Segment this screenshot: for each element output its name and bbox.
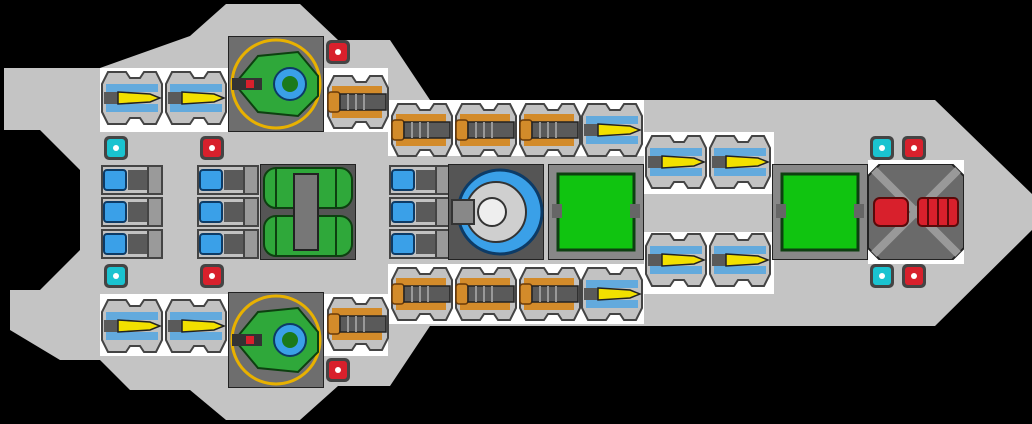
copper-gun[interactable]	[518, 266, 582, 322]
thruster[interactable]	[196, 196, 260, 228]
dome-turret[interactable]	[448, 164, 544, 260]
thruster[interactable]	[388, 196, 452, 228]
copper-gun[interactable]	[518, 102, 582, 158]
thruster[interactable]	[100, 164, 164, 196]
cockpit[interactable]	[228, 292, 324, 388]
cockpit[interactable]	[228, 36, 324, 132]
copper-gun[interactable]	[454, 266, 518, 322]
cyan-node[interactable]	[868, 262, 896, 290]
thruster[interactable]	[100, 196, 164, 228]
thruster[interactable]	[196, 164, 260, 196]
shield-panel[interactable]	[772, 164, 868, 260]
bolt-gun[interactable]	[100, 298, 164, 354]
copper-gun[interactable]	[326, 74, 390, 130]
bolt-gun[interactable]	[708, 232, 772, 288]
bolt-gun[interactable]	[644, 134, 708, 190]
bolt-gun[interactable]	[164, 298, 228, 354]
bolt-gun[interactable]	[708, 134, 772, 190]
thruster[interactable]	[196, 228, 260, 260]
red-node[interactable]	[900, 134, 928, 162]
engine[interactable]	[868, 164, 964, 260]
cyan-node[interactable]	[102, 134, 130, 162]
shield-panel[interactable]	[548, 164, 644, 260]
bolt-gun[interactable]	[580, 266, 644, 322]
thruster[interactable]	[388, 228, 452, 260]
copper-gun[interactable]	[390, 102, 454, 158]
thruster[interactable]	[388, 164, 452, 196]
cyan-node[interactable]	[868, 134, 896, 162]
bolt-gun[interactable]	[164, 70, 228, 126]
bolt-gun[interactable]	[580, 102, 644, 158]
copper-gun[interactable]	[454, 102, 518, 158]
red-node[interactable]	[324, 38, 352, 66]
copper-gun[interactable]	[390, 266, 454, 322]
cyan-node[interactable]	[102, 262, 130, 290]
red-node[interactable]	[198, 134, 226, 162]
reactor[interactable]	[260, 164, 356, 260]
red-node[interactable]	[324, 356, 352, 384]
red-node[interactable]	[900, 262, 928, 290]
bolt-gun[interactable]	[100, 70, 164, 126]
bolt-gun[interactable]	[644, 232, 708, 288]
copper-gun[interactable]	[326, 296, 390, 352]
thruster[interactable]	[100, 228, 164, 260]
red-node[interactable]	[198, 262, 226, 290]
